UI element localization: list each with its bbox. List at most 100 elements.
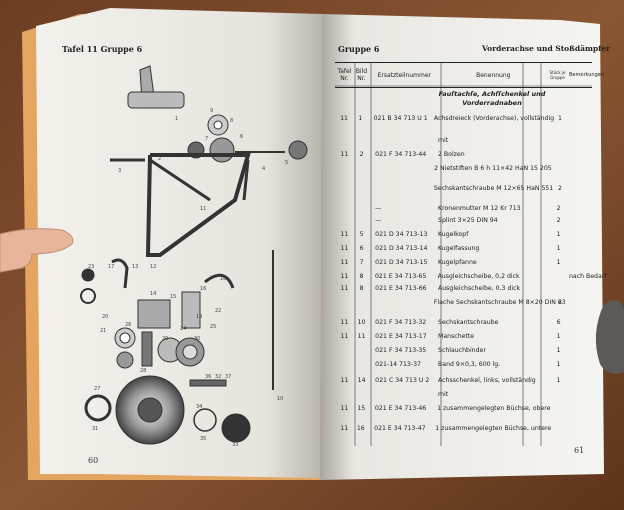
cell-stueck: 2 — [556, 216, 561, 224]
cell-nummer: 021 F 34 713-35 — [375, 346, 427, 354]
part-label: 5 — [285, 160, 288, 166]
part-label: 29 — [162, 336, 168, 342]
part-label: 1 — [175, 116, 178, 122]
cell-stueck: 1 — [556, 346, 561, 354]
cell-bild: 7 — [359, 258, 364, 266]
cell-bild: 16 — [356, 424, 365, 432]
cell-benennung: Kugelkopf — [438, 230, 469, 238]
cell-stueck: 1 — [556, 244, 561, 252]
cell-stueck: 2 — [558, 298, 562, 306]
cell-nummer: 021 E 34 713-46 — [374, 404, 427, 412]
table-row: 2 Nietstiften B 6 h 11×42 HaN 15 205 — [335, 162, 592, 174]
cell-benennung: Sechskantschraube M 12×65 HaN 551 — [433, 184, 554, 192]
table-row: mit — [335, 134, 592, 146]
cell-tafel: 11 — [340, 284, 349, 292]
part-label: 18 — [220, 276, 226, 282]
part-label: 22 — [215, 308, 221, 314]
part-label: 11 — [200, 206, 206, 212]
table-row: — Splint 3×25 DIN 94 2 — [335, 214, 592, 226]
part-label: 19 — [196, 314, 202, 320]
part-label: 14 — [150, 291, 156, 297]
cell-tafel: 11 — [340, 114, 348, 122]
cell-nummer: 021 B 34 713 U 1 — [373, 114, 428, 122]
part-label: 8 — [230, 118, 233, 124]
cell-benennung: Flache Sechskantschraube M 8×20 DIN 63 — [433, 298, 566, 306]
hand — [0, 228, 74, 273]
col-tafel: Tafel Nr. — [337, 68, 352, 82]
cell-benennung: 1 zusammengelegten Büchse, untere — [435, 424, 552, 432]
section-title: Fauſtachſe, Achſſchenkel und Vorderradna… — [438, 90, 546, 107]
cell-bild: 11 — [357, 332, 366, 340]
col-ersatzteilnummer: Ersatzteilnummer — [377, 71, 431, 79]
cell-nummer: 021 E 34 713-66 — [375, 284, 427, 292]
part-label: 26 — [125, 322, 131, 328]
part-label: 25 — [210, 324, 216, 330]
cell-tafel: 11 — [340, 150, 349, 158]
cell-nummer: 021 D 34 713-14 — [375, 244, 428, 252]
left-page-heading: Tafel 11 Gruppe 6 — [62, 44, 143, 54]
cell-stueck: 1 — [556, 230, 561, 238]
cell-nummer: 021 E 34 713-17 — [375, 332, 427, 340]
cell-bild: 2 — [359, 150, 364, 158]
part-label: 33 — [232, 442, 238, 448]
part-label: 21 — [100, 328, 106, 334]
cell-nummer: — — [375, 216, 382, 224]
cell-benennung: 2 Bolzen — [438, 150, 465, 158]
cell-bemerkung: nach Bedarf — [569, 272, 607, 280]
part-number-labels: 1 2 3 4 5 6 7 8 9 10 11 12 13 14 15 16 1… — [88, 108, 288, 448]
cell-tafel: 11 — [340, 376, 349, 384]
parts-table: Tafel Nr. Bild Nr. Ersatzteilnummer Bene… — [335, 62, 607, 446]
cell-benennung: mit — [438, 390, 449, 398]
cell-benennung: Kugelfassung — [438, 244, 480, 252]
cell-benennung: Achsdreieck (Vorderachse), vollständig — [433, 114, 555, 122]
cell-nummer: 021 F 34 713-44 — [375, 150, 427, 158]
cell-bild: 8 — [359, 284, 364, 292]
left-page-number: 60 — [88, 456, 99, 465]
cell-tafel: 11 — [340, 404, 349, 412]
cell-benennung: Splint 3×25 DIN 94 — [438, 216, 498, 224]
cell-benennung: Achsschenkel, links, vollständig — [438, 376, 536, 384]
part-label: 16 — [200, 286, 206, 292]
parts-diagram — [80, 65, 308, 445]
cell-nummer: 021 E 34 713-47 — [374, 424, 426, 432]
table-header: Tafel Nr. Bild Nr. Ersatzteilnummer Bene… — [335, 62, 604, 88]
part-label: 2 — [158, 156, 161, 162]
cell-stueck: 2 — [556, 204, 561, 212]
part-label: 4 — [262, 166, 265, 172]
cell-tafel: 11 — [340, 318, 349, 326]
cell-bild: 8 — [359, 272, 364, 280]
right-page-heading-right: Vorderachse und Stoßdämpfer — [482, 44, 611, 53]
part-label: 36 — [205, 374, 211, 380]
part-label: 31 — [92, 426, 98, 432]
cell-stueck: 1 — [556, 258, 561, 266]
col-stueck: Stück je Gruppe — [549, 70, 566, 80]
part-label: 20 — [102, 314, 108, 320]
table-row: mit — [335, 388, 592, 400]
cell-stueck: 6 — [556, 318, 561, 326]
right-page-number: 61 — [574, 446, 585, 455]
cell-nummer: 021 E 34 713-65 — [375, 272, 427, 280]
part-label: 12 — [150, 264, 156, 270]
part-label: 35 — [200, 436, 206, 442]
cell-nummer: 021 D 34 713-13 — [375, 230, 428, 238]
cell-tafel: 11 — [340, 244, 349, 252]
part-label: 7 — [205, 136, 208, 142]
cell-tafel: 11 — [340, 332, 349, 340]
cell-benennung: mit — [438, 136, 449, 144]
cell-benennung: Kronenmutter M 12 Kr 713 — [438, 204, 521, 212]
cell-tafel: 11 — [340, 230, 349, 238]
part-label: 6 — [240, 134, 243, 140]
part-label: 15 — [170, 294, 176, 300]
cell-nummer: 021 F 34 713-32 — [375, 318, 427, 326]
cell-benennung: 1 zusammengelegten Büchse, obere — [437, 404, 551, 412]
part-label: 32 — [215, 374, 221, 380]
